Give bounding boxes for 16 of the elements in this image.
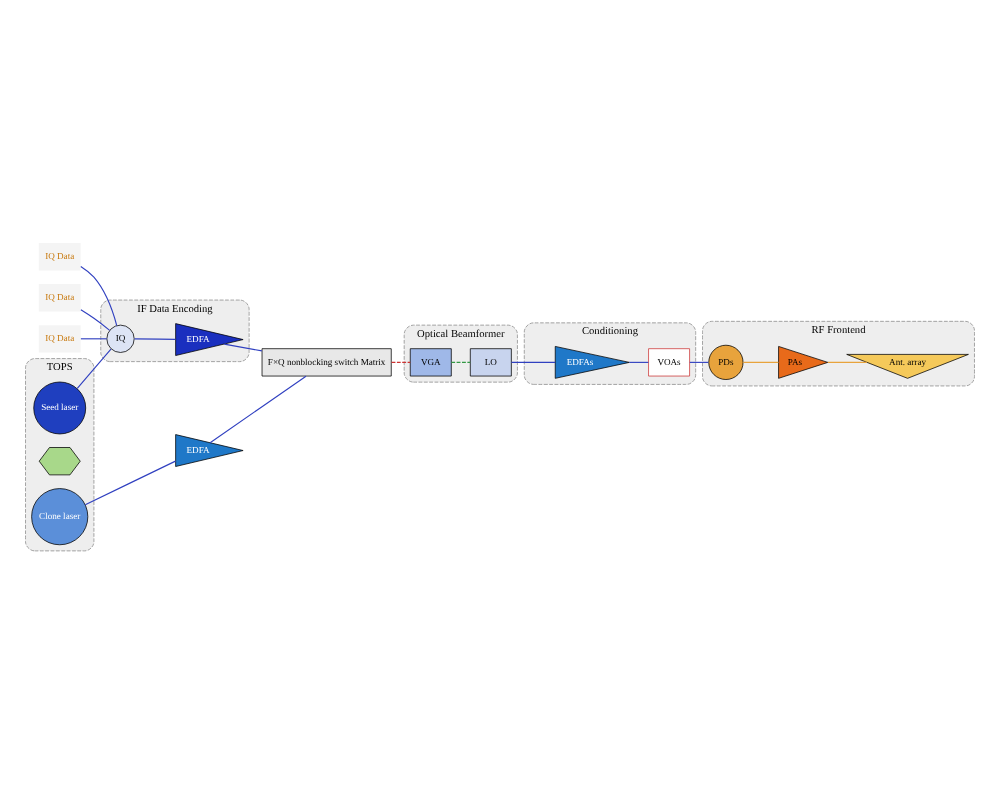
connector [510,361,556,363]
connector [133,338,176,340]
connector [84,460,177,506]
connector [80,309,111,331]
connector [390,361,411,363]
connector [450,361,471,363]
connector [80,338,108,340]
connector [689,361,709,363]
connector [80,265,118,327]
node-hexagon [38,447,81,476]
connector [209,375,307,444]
connector [827,361,868,363]
connector [76,348,112,389]
connector [742,361,779,363]
connector [223,343,263,352]
connector [628,361,649,363]
